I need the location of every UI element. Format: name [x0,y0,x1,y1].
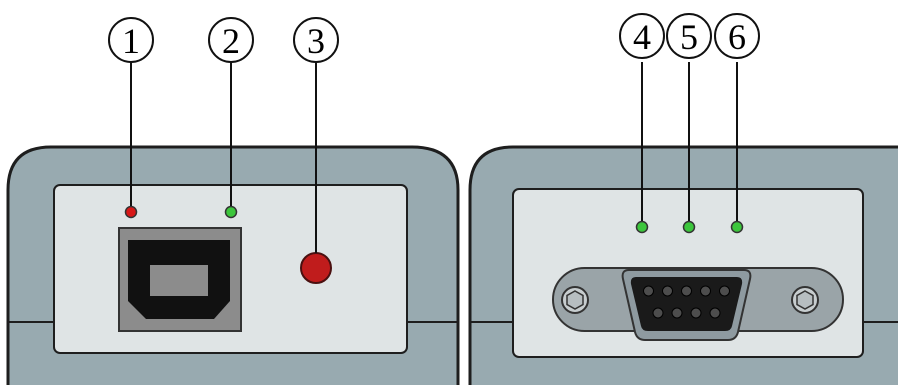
left-device [6,62,460,385]
callout-1: 1 [108,17,154,63]
callout-4: 4 [619,13,665,59]
jackscrew-left-icon [561,286,589,314]
callout-2-label: 2 [222,21,240,61]
db9-pin [690,307,702,319]
led-5-green [682,220,696,234]
callout-6: 6 [714,13,760,59]
db9-pin [681,285,692,297]
db9-socket [630,277,743,331]
right-device [468,62,898,385]
db9-pin [643,285,654,297]
db9-pins [643,285,730,319]
db9-pin [700,285,711,297]
callout-5-label: 5 [680,17,698,57]
callout-4-label: 4 [633,17,651,57]
callout-6-label: 6 [728,17,746,57]
callout-3: 3 [293,17,339,63]
db9-pin [652,307,664,319]
reset-button[interactable] [300,252,332,284]
db9-pin [709,307,721,319]
led-6-green [730,220,744,234]
usb-type-b-icon [118,227,242,332]
db9-pin [671,307,683,319]
usb-port-tongue [150,265,208,296]
led-4-green [635,220,649,234]
led-2-green [224,205,238,219]
jackscrew-right-icon [791,286,819,314]
db9-pin [719,285,730,297]
db9-pin [662,285,673,297]
callout-3-label: 3 [307,21,325,61]
callout-2: 2 [208,17,254,63]
callout-5: 5 [666,13,712,59]
db9-serial-connector-icon [552,267,844,341]
led-1-red [124,205,138,219]
callout-1-label: 1 [122,21,140,61]
